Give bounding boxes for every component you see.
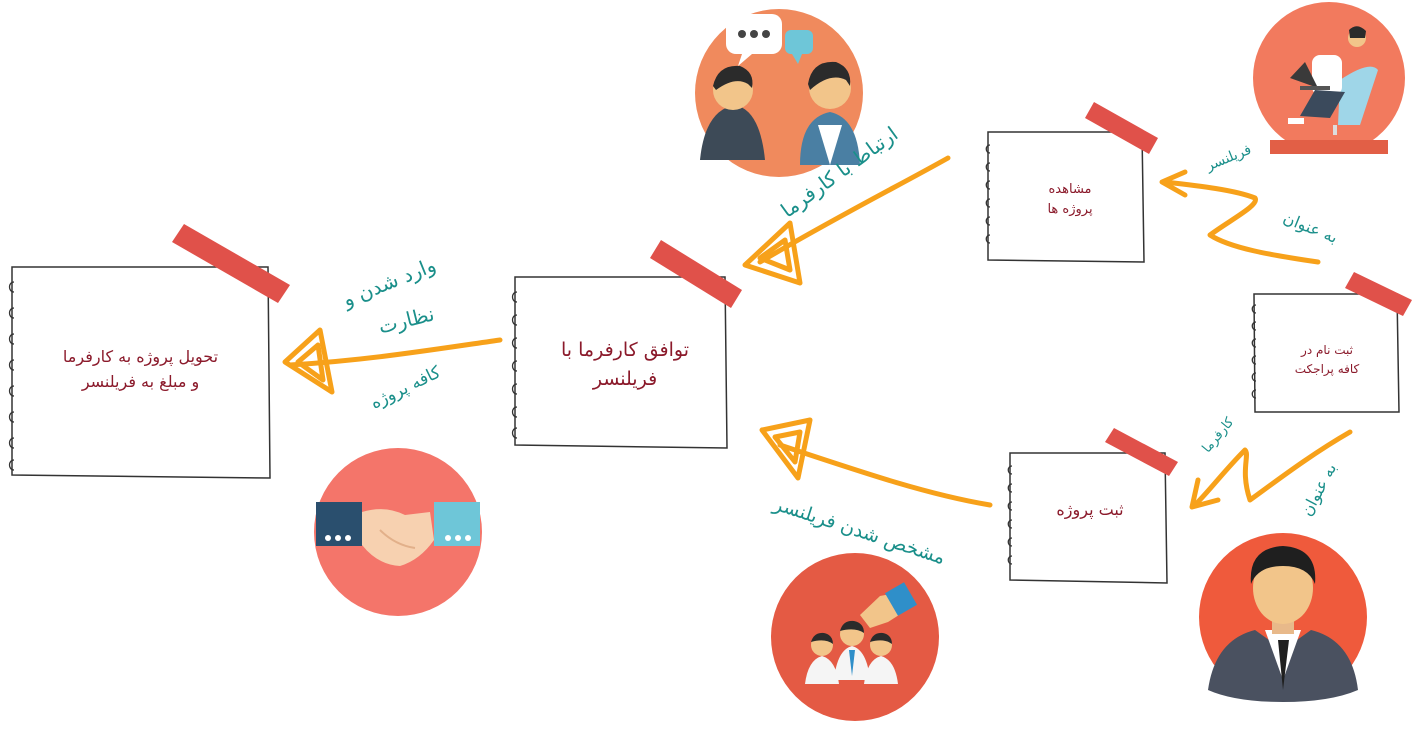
arrow-view-to-agreement bbox=[742, 155, 951, 286]
note-view-projects-text: مشاهده پروژه ها bbox=[1047, 181, 1093, 217]
arrow-freelancer-to-view bbox=[1159, 169, 1321, 265]
note-delivery bbox=[8, 224, 290, 479]
employer-avatar-icon bbox=[1199, 533, 1367, 702]
freelancer-laptop-icon bbox=[1253, 2, 1405, 154]
conversation-icon bbox=[695, 9, 863, 177]
handshake-icon bbox=[314, 448, 482, 616]
note-register-text: ثبت نام در کافه پراجکت bbox=[1294, 343, 1360, 376]
note-view-projects bbox=[985, 102, 1158, 263]
select-freelancer-icon bbox=[771, 553, 939, 721]
arrow-employer-to-post bbox=[1189, 429, 1353, 510]
arrow-agreement-to-delivery bbox=[282, 327, 503, 395]
note-post-project bbox=[1007, 428, 1178, 584]
note-delivery-text: تحویل پروژه به کارفرما و مبلغ به فریلنسر bbox=[62, 347, 219, 391]
note-register bbox=[1251, 272, 1412, 413]
note-agreement bbox=[511, 240, 742, 449]
note-post-project-text: ثبت پروژه bbox=[1056, 499, 1124, 519]
note-agreement-text: توافق کارفرما با فریلنسر bbox=[561, 338, 690, 390]
arrow-post-to-agreement bbox=[759, 417, 993, 508]
